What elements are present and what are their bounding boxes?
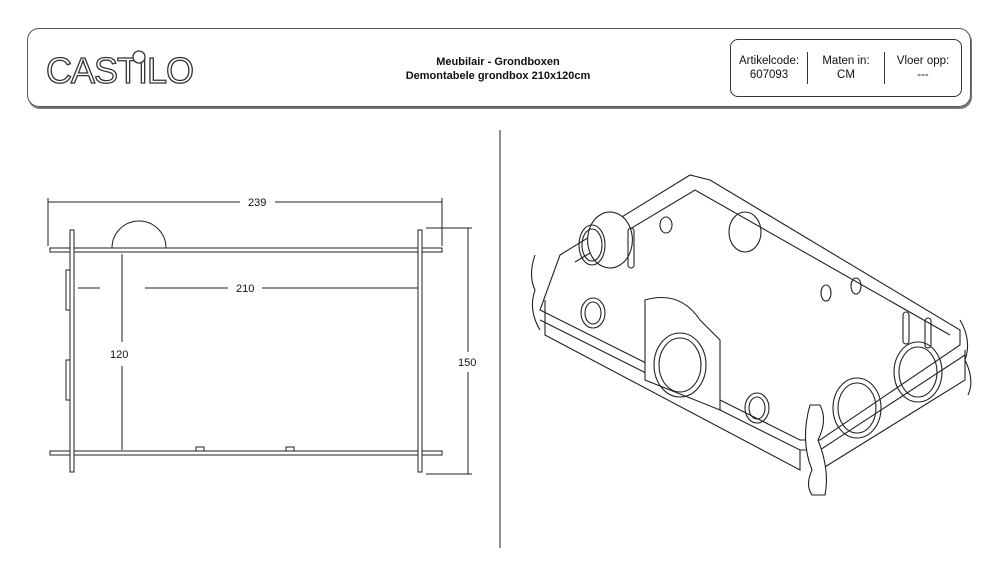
units-value: CM: [837, 69, 855, 81]
article-code-cell: Artikelcode: 607093: [731, 52, 808, 84]
dim-inner-width: 120: [110, 349, 128, 361]
isometric-view: [530, 174, 972, 496]
units-cell: Maten in: CM: [808, 52, 885, 84]
article-code-label: Artikelcode:: [738, 55, 800, 67]
castilo-logo: CASTILO: [46, 49, 195, 89]
dim-total-width: 150: [458, 357, 476, 369]
floor-area-label: Vloer opp:: [896, 55, 950, 67]
floor-area-cell: Vloer opp: ---: [885, 52, 961, 84]
document-title: Meubilair - Grondboxen Demontabele grond…: [328, 55, 668, 83]
title-category: Meubilair - Grondboxen: [436, 56, 560, 68]
title-product: Demontabele grondbox 210x120cm: [405, 70, 591, 82]
top-view: 239 210 120 150: [47, 197, 476, 475]
title-block: CASTILO Meubilair - Grondboxen Demontabe…: [27, 28, 971, 107]
dim-inner-length: 210: [236, 283, 254, 295]
floor-area-value: ---: [917, 69, 929, 81]
svg-text:CASTILO: CASTILO: [46, 50, 193, 89]
article-code-value: 607093: [749, 69, 789, 81]
info-box: Artikelcode: 607093 Maten in: CM Vloer opp…: [730, 39, 962, 97]
units-label: Maten in:: [822, 55, 870, 67]
dim-total-length: 239: [248, 197, 266, 209]
